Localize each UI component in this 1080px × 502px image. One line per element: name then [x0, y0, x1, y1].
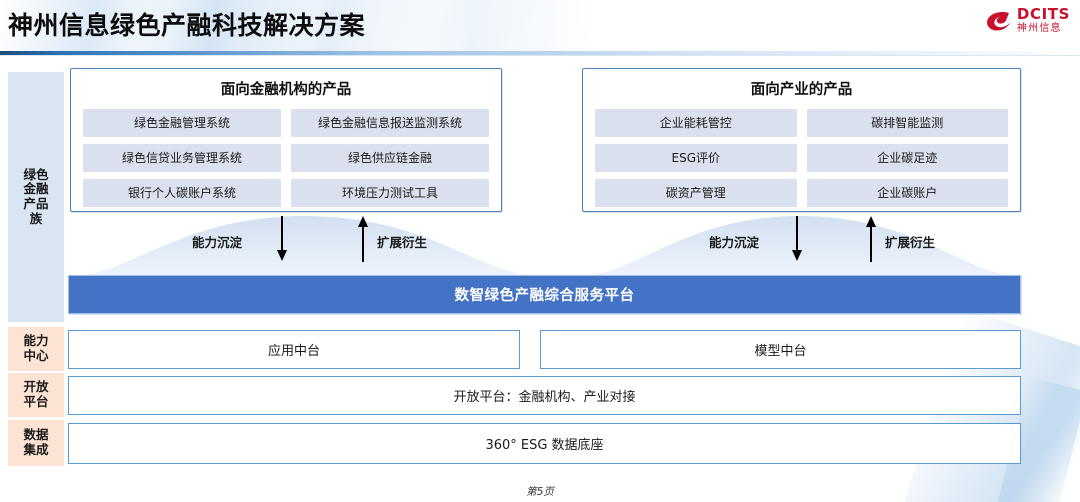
- capability-box-model-middle-platform[interactable]: 模型中台: [540, 330, 1021, 369]
- flow-label-capability-precipitation: 能力沉淀: [709, 235, 760, 250]
- arrow-down-icon: [277, 216, 287, 261]
- product-chip[interactable]: 绿色金融信息报送监测系统: [291, 109, 489, 137]
- platform-bar[interactable]: 数智绿色产融综合服务平台: [68, 275, 1021, 314]
- box-label: 模型中台: [754, 344, 807, 359]
- brand-logo: DCITS 神州信息: [986, 7, 1070, 34]
- box-label: 应用中台: [267, 344, 320, 359]
- arrow-up-icon: [358, 216, 368, 262]
- open-platform-box[interactable]: 开放平台：金融机构、产业对接: [68, 376, 1021, 415]
- header-background-decoration: [0, 0, 1080, 52]
- platform-bar-label: 数智绿色产融综合服务平台: [454, 288, 635, 304]
- sidebar-label: 数据 集成: [23, 427, 49, 457]
- product-chip[interactable]: ESG评价: [595, 144, 797, 172]
- capability-hill-left: [70, 198, 540, 276]
- sidebar-item-capability-center: 能力 中心: [8, 327, 64, 371]
- sidebar-label: 开放 平台: [23, 379, 49, 409]
- page-title: 神州信息绿色产融科技解决方案: [8, 11, 366, 40]
- brand-logo-cn: 神州信息: [1016, 23, 1062, 34]
- product-chip[interactable]: 企业碳足迹: [806, 144, 1008, 172]
- capability-hill-right: [580, 198, 1020, 276]
- sidebar-label: 能力 中心: [23, 333, 49, 363]
- brand-logo-en: DCITS: [1016, 5, 1070, 23]
- arrow-down-icon: [792, 216, 802, 261]
- product-chip[interactable]: 绿色供应链金融: [291, 144, 489, 172]
- sidebar-item-green-finance-products: 绿色 金融 产品 族: [8, 72, 64, 322]
- swoosh-logo-icon: [986, 11, 1011, 30]
- panel-chip-grid: 企业能耗管控 碳排智能监测 ESG评价 企业碳足迹 碳资产管理 企业碳账户: [583, 99, 1020, 219]
- slide-header: 神州信息绿色产融科技解决方案 DCITS 神州信息: [0, 0, 1080, 56]
- flow-label-expansion-derivation: 扩展衍生: [377, 235, 428, 250]
- box-label: 360° ESG 数据底座: [485, 438, 604, 453]
- product-chip[interactable]: 绿色金融管理系统: [83, 109, 281, 137]
- product-panel-financial-institutions: 面向金融机构的产品 绿色金融管理系统 绿色金融信息报送监测系统 绿色信贷业务管理…: [70, 68, 502, 212]
- product-chip[interactable]: 绿色信贷业务管理系统: [83, 144, 281, 172]
- header-rule: [0, 51, 1080, 55]
- flow-label-capability-precipitation: 能力沉淀: [192, 235, 243, 250]
- data-foundation-box[interactable]: 360° ESG 数据底座: [68, 423, 1021, 464]
- product-chip[interactable]: 企业能耗管控: [595, 109, 797, 137]
- sidebar-label: 绿色 金融 产品 族: [23, 166, 49, 226]
- panel-title: 面向金融机构的产品: [220, 82, 352, 98]
- product-chip[interactable]: 碳排智能监测: [806, 109, 1008, 137]
- panel-title: 面向产业的产品: [750, 82, 853, 98]
- product-chip[interactable]: 银行个人碳账户系统: [83, 179, 281, 207]
- brand-logo-text: DCITS 神州信息: [1017, 7, 1070, 34]
- product-panel-industry: 面向产业的产品 企业能耗管控 碳排智能监测 ESG评价 企业碳足迹 碳资产管理 …: [582, 68, 1021, 212]
- box-label: 开放平台：金融机构、产业对接: [453, 390, 636, 405]
- capability-box-application-middle-platform[interactable]: 应用中台: [68, 330, 520, 369]
- sidebar-item-open-platform: 开放 平台: [8, 373, 64, 417]
- product-chip[interactable]: 环境压力测试工具: [291, 179, 489, 207]
- product-chip[interactable]: 企业碳账户: [806, 179, 1008, 207]
- flow-label-expansion-derivation: 扩展衍生: [885, 235, 936, 250]
- header-rule-secondary: [0, 55, 1080, 56]
- product-chip[interactable]: 碳资产管理: [595, 179, 797, 207]
- sidebar-item-data-integration: 数据 集成: [8, 420, 64, 466]
- arrow-up-icon: [866, 216, 876, 262]
- panel-chip-grid: 绿色金融管理系统 绿色金融信息报送监测系统 绿色信贷业务管理系统 绿色供应链金融…: [71, 99, 501, 219]
- page-footer: 第5页: [526, 486, 554, 498]
